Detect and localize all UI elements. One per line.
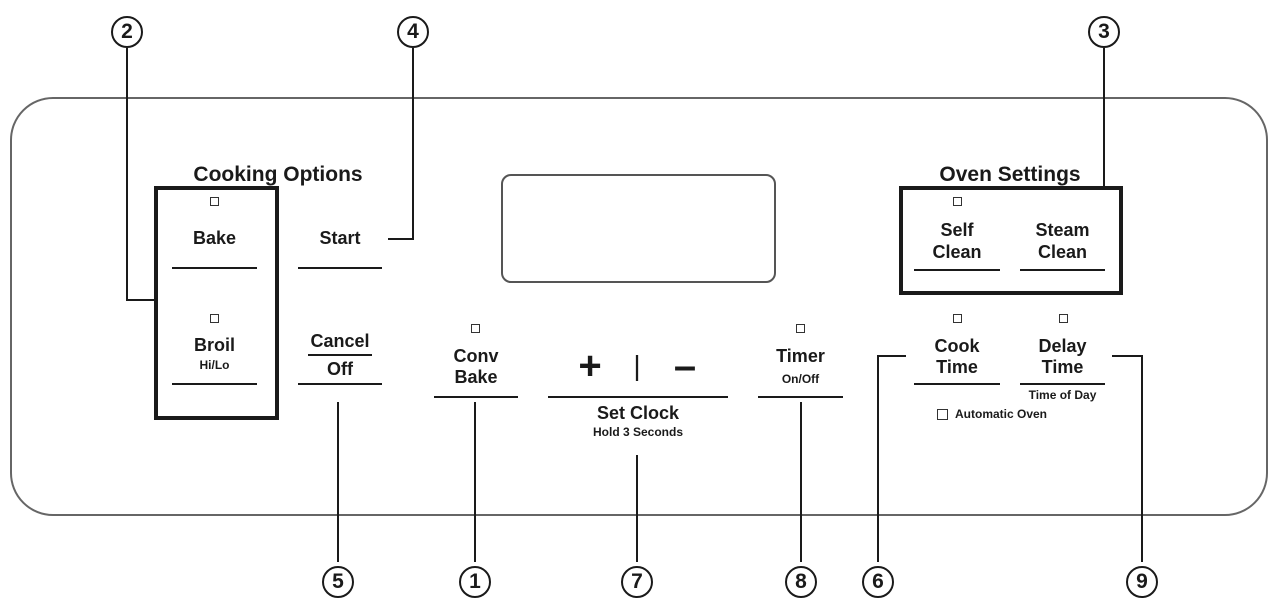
cook-time-indicator-light <box>953 314 962 323</box>
leader-4 <box>388 48 414 240</box>
set-clock-label[interactable]: Set Clock <box>596 403 680 423</box>
steam-button-label[interactable]: Steam <box>1035 220 1090 240</box>
conv-button-label[interactable]: Conv <box>453 346 499 366</box>
cook-time-button-label[interactable]: Time <box>936 357 978 377</box>
minus-button[interactable]: – <box>673 344 697 388</box>
off-button-label[interactable]: Off <box>327 359 353 379</box>
cooking-options-box <box>154 186 279 420</box>
callout-3: 3 <box>1088 16 1120 48</box>
plus-button[interactable]: + <box>578 344 602 388</box>
delay-time-button-label[interactable]: Time <box>1041 357 1084 377</box>
automatic-oven-label: Automatic Oven <box>955 407 1048 421</box>
broil-button-label[interactable]: Broil <box>193 335 235 355</box>
timer-button-label[interactable]: Timer <box>776 346 825 366</box>
broil-hi-lo-label: Hi/Lo <box>199 358 230 372</box>
leader-9 <box>1112 355 1143 562</box>
broil-indicator-light <box>210 314 219 323</box>
leader-2 <box>126 48 156 301</box>
callout-5: 5 <box>322 566 354 598</box>
self-clean-indicator-light <box>953 197 962 206</box>
callout-2: 2 <box>111 16 143 48</box>
time-of-day-label: Time of Day <box>1028 388 1097 402</box>
callout-1: 1 <box>459 566 491 598</box>
start-button-label[interactable]: Start <box>319 228 361 248</box>
timer-indicator-light <box>796 324 805 333</box>
bake-button-label[interactable]: Bake <box>192 228 237 248</box>
cooking-options-heading: Cooking Options <box>193 163 363 186</box>
callout-7: 7 <box>621 566 653 598</box>
panel-outline <box>10 97 1268 516</box>
display-window <box>501 174 776 283</box>
conv-bake-button-label[interactable]: Bake <box>454 367 498 387</box>
plus-minus-separator: | <box>633 350 641 381</box>
oven-settings-heading: Oven Settings <box>939 163 1081 186</box>
cook-button-label[interactable]: Cook <box>934 336 980 356</box>
set-clock-hold-label: Hold 3 Seconds <box>592 425 684 439</box>
callout-6: 6 <box>862 566 894 598</box>
delay-time-indicator-light <box>1059 314 1068 323</box>
self-clean-button-label[interactable]: Clean <box>932 242 982 262</box>
conv-bake-indicator-light <box>471 324 480 333</box>
callout-8: 8 <box>785 566 817 598</box>
steam-clean-button-label[interactable]: Clean <box>1037 242 1088 262</box>
cancel-button-label[interactable]: Cancel <box>310 331 370 351</box>
callout-9: 9 <box>1126 566 1158 598</box>
leader-6 <box>877 355 906 562</box>
timer-on-off-label: On/Off <box>781 372 820 386</box>
oven-settings-box <box>899 186 1123 295</box>
callout-4: 4 <box>397 16 429 48</box>
bake-indicator-light <box>210 197 219 206</box>
delay-button-label[interactable]: Delay <box>1038 336 1087 356</box>
self-button-label[interactable]: Self <box>940 220 974 240</box>
automatic-oven-indicator-light <box>937 409 948 420</box>
